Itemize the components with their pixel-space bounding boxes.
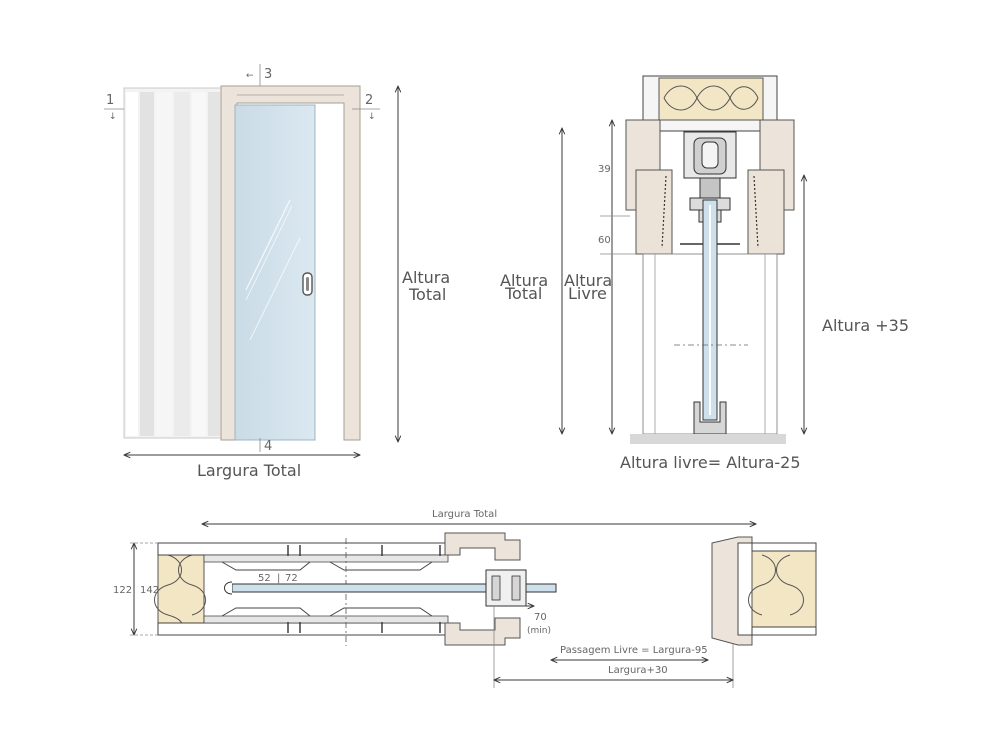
pocket-frame xyxy=(123,87,222,439)
section-total-line1: Altura xyxy=(500,271,548,290)
dim-39: 39 xyxy=(598,164,611,175)
glass-door xyxy=(234,104,316,441)
elevation-height-line2: Total xyxy=(408,285,446,304)
plan-width-plus-label: Largura+30 xyxy=(608,665,668,676)
plan-passage-label: Passagem Livre = Largura-95 xyxy=(560,645,708,656)
section-total-line2: Total xyxy=(504,284,542,303)
plan-dim-min: (min) xyxy=(527,626,551,636)
dim-60: 60 xyxy=(598,235,611,246)
height-plus-label: Altura +35 xyxy=(822,316,909,335)
plan-total-width-label: Largura Total xyxy=(432,509,497,520)
svg-text:↓: ↓ xyxy=(109,112,117,122)
vertical-section: 39 60 Altura Total Altura Livre Altura +… xyxy=(500,75,909,472)
elevation-width-label: Largura Total xyxy=(197,461,301,480)
elevation-view: 1 ↓ 2 ↓ 3 ← 4 Altura Total Largura Total xyxy=(104,64,450,480)
plan-view: Largura Total xyxy=(113,509,817,688)
plan-dim-52: 52 xyxy=(258,573,271,584)
plan-dim-122: 122 xyxy=(113,585,132,596)
section-caption: Altura livre= Altura-25 xyxy=(620,453,801,472)
marker-2: 2 xyxy=(365,93,373,108)
marker-4: 4 xyxy=(264,439,272,454)
plan-insulation-right xyxy=(751,542,817,636)
marker-3: 3 xyxy=(264,67,272,82)
svg-text:|: | xyxy=(277,573,280,584)
floor xyxy=(630,434,786,444)
section-free-line1: Altura xyxy=(564,271,612,290)
insulation xyxy=(658,77,764,121)
section-free-line2: Livre xyxy=(568,284,607,303)
plan-insulation-left xyxy=(157,542,205,636)
plan-dim-70: 70 xyxy=(534,612,547,623)
svg-text:←: ← xyxy=(246,71,254,81)
svg-text:↓: ↓ xyxy=(368,112,376,122)
plan-dim-72: 72 xyxy=(285,573,298,584)
elevation-height-line1: Altura xyxy=(402,268,450,287)
plan-dim-142: 142 xyxy=(140,585,159,596)
elevation-markers: 1 ↓ 2 ↓ 3 ← 4 xyxy=(104,64,380,454)
marker-1: 1 xyxy=(106,93,114,108)
